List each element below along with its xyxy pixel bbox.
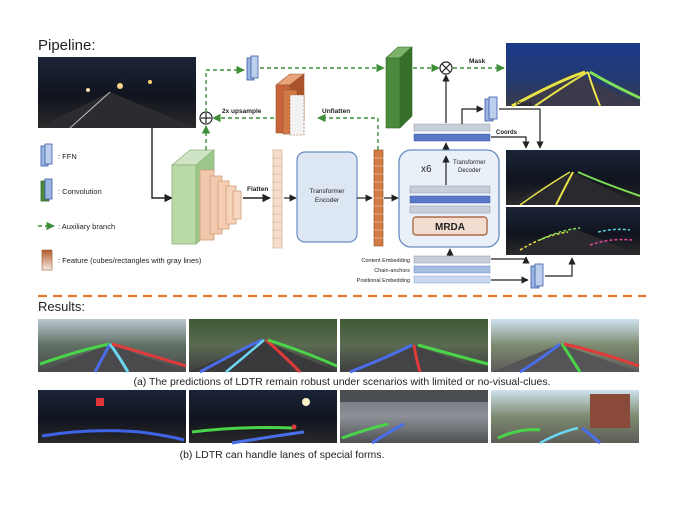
decoder-repeat-label: x6 (421, 164, 432, 175)
unflatten-label: Unflatten (322, 108, 350, 115)
result-b3 (340, 390, 488, 445)
legend-feature: : Feature (cubes/rectangles with gray li… (41, 249, 202, 271)
mask-output-image (506, 43, 641, 108)
aux-ffn-block (246, 55, 259, 81)
encoder-output-tokens (373, 149, 384, 247)
result-a1 (38, 319, 187, 373)
decoder-output-queries (413, 123, 491, 142)
prediction-image-top (506, 150, 641, 206)
mrda-label: MRDA (435, 222, 465, 233)
coords-label: Coords (496, 130, 518, 136)
decoder-label-line1: Transformer (453, 160, 485, 166)
legend-auxiliary-branch: : Auxiliary branch (38, 221, 115, 231)
legend-auxiliary-branch-label: : Auxiliary branch (58, 222, 115, 231)
embedding-to-prediction-arrow (491, 256, 530, 264)
unflatten-arrow (317, 113, 379, 150)
decoder-label-line2: Decoder (458, 168, 481, 174)
flatten-label: Flatten (247, 186, 268, 193)
result-b4 (491, 390, 639, 445)
ffn-to-prediction-arrow (545, 257, 576, 277)
caption-b: (b) LDTR can handle lanes of special for… (180, 449, 385, 461)
result-b2 (189, 390, 337, 445)
legend-ffn: : FFN (40, 143, 77, 167)
fusion-add-node (199, 111, 213, 125)
result-a2 (189, 319, 338, 374)
results-title: Results: (38, 299, 85, 314)
query-embeddings: Content Embedding Chain-anchors Position… (357, 255, 491, 284)
result-b1 (38, 390, 186, 443)
encoder-label-line1: Transformer (309, 188, 345, 195)
content-embedding-label: Content Embedding (361, 258, 410, 264)
result-a4 (491, 319, 640, 374)
legend-feature-label: : Feature (cubes/rectangles with gray li… (58, 256, 202, 265)
mask-multiply-node (439, 61, 453, 75)
input-image (38, 57, 196, 129)
encoder-label-line2: Encoder (315, 197, 340, 204)
class-label: Class (516, 102, 533, 108)
ffn-head-block (484, 96, 498, 122)
class-arrow (499, 108, 544, 149)
caption-a: (a) The predictions of LDTR remain robus… (133, 376, 550, 388)
ffn-anchor-block (530, 263, 544, 289)
legend: : FFN : Convolution : Auxiliary branch :… (38, 143, 202, 271)
pipeline-title: Pipeline: (38, 37, 96, 54)
fusion-to-ffn-arrow (205, 65, 245, 112)
unflattened-feature-stack (275, 73, 305, 136)
transformer-encoder: Transformer Encoder (296, 151, 358, 243)
backbone-feature-cubes (199, 169, 242, 241)
positional-embedding-label: Positional Embedding (357, 278, 410, 284)
queries-to-ffn-arrow (461, 105, 484, 124)
legend-convolution-label: : Convolution (58, 187, 102, 196)
prediction-image-bottom (506, 207, 640, 255)
upsample-label: 2x upsample (222, 108, 262, 115)
aux-convolution-block (385, 46, 413, 129)
legend-convolution: : Convolution (40, 178, 102, 202)
legend-ffn-label: : FFN (58, 152, 77, 161)
chain-anchors-label: Chain-anchors (374, 268, 410, 274)
coords-arrow (491, 136, 530, 149)
input-to-backbone-arrow (151, 128, 173, 203)
transformer-decoder: MRDA x6 Transformer Decoder (398, 149, 500, 248)
flattened-tokens (272, 149, 283, 249)
mask-label: Mask (469, 58, 486, 65)
mrda-module (412, 216, 488, 236)
result-a3 (340, 319, 489, 374)
